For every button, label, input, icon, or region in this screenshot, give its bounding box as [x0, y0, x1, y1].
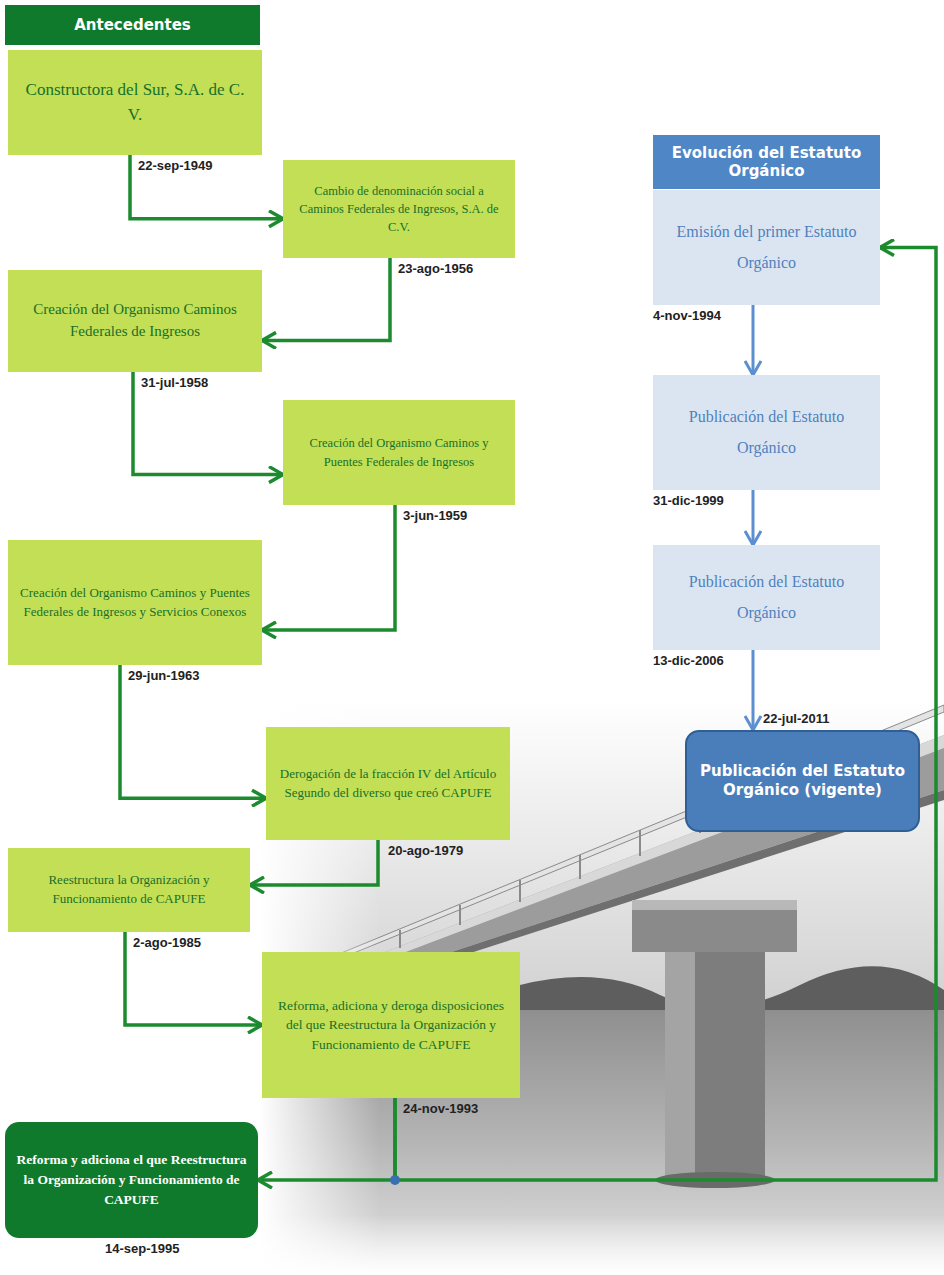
date-label: 22-sep-1949 — [138, 158, 212, 173]
flow-arrow — [752, 650, 755, 730]
box-text: Publicación del Estatuto Orgánico — [663, 402, 870, 463]
flow-arrow — [133, 372, 283, 475]
flow-arrow — [258, 1098, 395, 1180]
section-header: Antecedentes — [5, 5, 260, 45]
timeline-box: Reforma, adiciona y deroga disposiciones… — [262, 952, 520, 1098]
box-text: Evolución del Estatuto Orgánico — [663, 144, 870, 180]
timeline-box: Creación del Organismo Caminos y Puentes… — [283, 400, 515, 505]
section-header: Evolución del Estatuto Orgánico — [653, 135, 880, 189]
statute-box: Emisión del primer Estatuto Orgánico4-no… — [653, 190, 880, 305]
timeline-box: Reestructura la Organización y Funcionam… — [8, 848, 250, 932]
flow-arrow — [125, 932, 262, 1025]
timeline-box: Creación del Organismo Caminos Federales… — [8, 270, 262, 372]
box-text: Emisión del primer Estatuto Orgánico — [663, 217, 870, 278]
statute-box: Publicación del Estatuto Orgánico31-dic-… — [653, 375, 880, 490]
box-text: Constructora del Sur, S.A. de C. V. — [18, 78, 252, 127]
box-text: Antecedentes — [74, 16, 191, 34]
timeline-box: Constructora del Sur, S.A. de C. V.22-se… — [8, 50, 262, 155]
box-text: Reforma y adiciona el que Reestructura l… — [15, 1150, 248, 1211]
date-label: 31-dic-1999 — [653, 493, 724, 508]
flow-arrow — [752, 305, 755, 375]
flow-arrow — [250, 840, 378, 885]
date-label: 22-jul-2011 — [763, 711, 830, 726]
date-label: 23-ago-1956 — [398, 261, 473, 276]
date-label: 29-jun-1963 — [128, 668, 200, 683]
box-text: Creación del Organismo Caminos y Puentes… — [293, 434, 505, 470]
date-label: 31-jul-1958 — [141, 375, 208, 390]
date-label: 20-ago-1979 — [388, 843, 463, 858]
box-text: Creación del Organismo Caminos Federales… — [18, 299, 252, 343]
date-label: 13-dic-2006 — [653, 653, 724, 668]
date-label: 14-sep-1995 — [105, 1241, 179, 1256]
box-text: Publicación del Estatuto Orgánico — [663, 567, 870, 628]
statute-box: Publicación del Estatuto Orgánico13-dic-… — [653, 545, 880, 650]
box-text: Reestructura la Organización y Funcionam… — [18, 871, 240, 909]
flow-arrow — [262, 505, 395, 630]
flow-arrow — [130, 155, 283, 219]
flow-arrow — [752, 490, 755, 545]
timeline-box: Creación del Organismo Caminos y Puentes… — [8, 540, 262, 665]
box-text: Derogación de la fracción IV del Artícul… — [276, 765, 500, 803]
statute-box-current: Publicación del Estatuto Orgánico (vigen… — [685, 730, 920, 832]
box-text: Creación del Organismo Caminos y Puentes… — [18, 584, 252, 622]
flow-arrow — [262, 258, 390, 340]
box-text: Publicación del Estatuto Orgánico (vigen… — [697, 762, 908, 800]
box-text: Reforma, adiciona y deroga disposiciones… — [272, 996, 510, 1055]
timeline-box-final: Reforma y adiciona el que Reestructura l… — [5, 1122, 258, 1238]
date-label: 3-jun-1959 — [403, 508, 467, 523]
timeline-box: Cambio de denominación social a Caminos … — [283, 160, 515, 258]
date-label: 2-ago-1985 — [133, 935, 201, 950]
date-label: 24-nov-1993 — [403, 1101, 478, 1116]
flow-arrow — [120, 665, 266, 798]
junction-dot — [390, 1175, 400, 1185]
date-label: 4-nov-1994 — [653, 308, 721, 323]
box-text: Cambio de denominación social a Caminos … — [293, 182, 505, 236]
timeline-box: Derogación de la fracción IV del Artícul… — [266, 727, 510, 840]
